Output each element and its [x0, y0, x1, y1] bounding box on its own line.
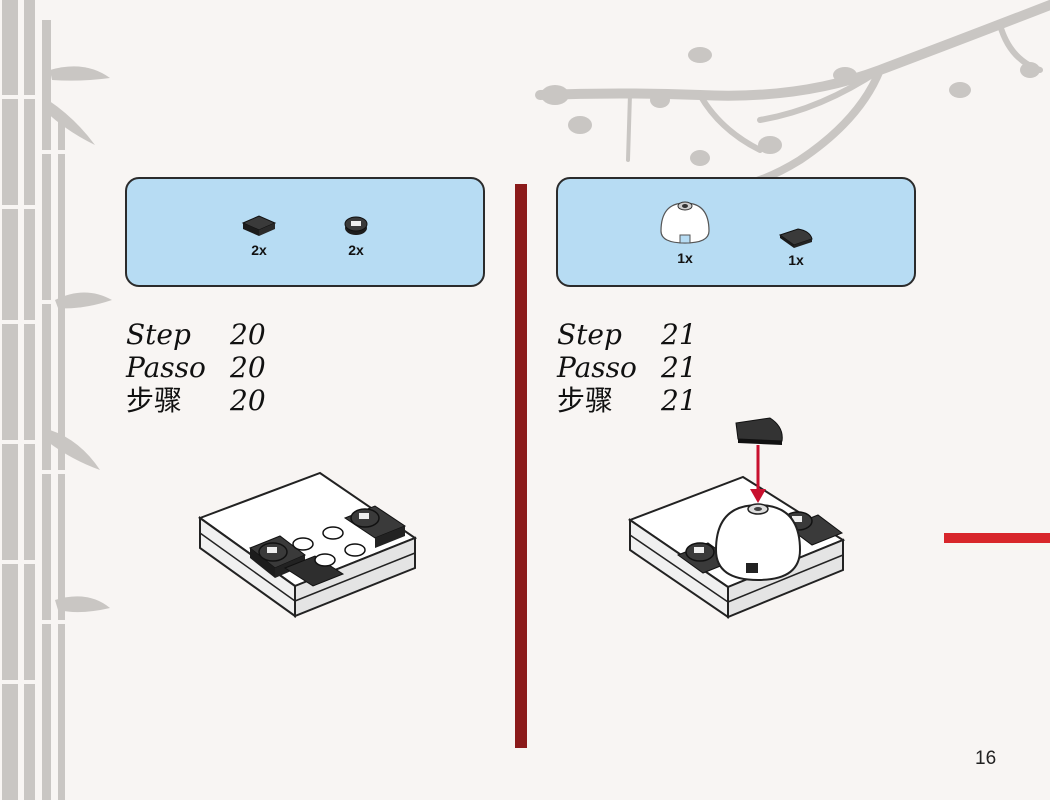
part-item: 2x [341, 213, 371, 258]
step-word-it: Passo [126, 351, 206, 384]
part-item: 1x [658, 199, 712, 266]
step-21-label: Step 21 Passo 21 步骤 21 [557, 318, 697, 417]
step-20-model-illustration [197, 471, 418, 618]
step-number: 21 [661, 318, 697, 351]
page-edge-tab [944, 533, 1050, 543]
bamboo-decoration [0, 0, 112, 800]
step-word-it: Passo [557, 351, 637, 384]
step-word-zh: 步骤 [126, 384, 183, 417]
part-quantity: 2x [251, 242, 267, 258]
tile-2x2-black-icon [241, 215, 277, 236]
step-word-zh: 步骤 [557, 384, 614, 417]
step-divider [515, 184, 527, 748]
branch-decoration [535, 0, 1050, 194]
step-word-en: Step [126, 318, 191, 351]
step-number: 21 [661, 384, 697, 417]
part-quantity: 1x [788, 252, 804, 268]
round-tile-1x1-black-icon [344, 216, 368, 235]
step-21-model-illustration [628, 417, 846, 619]
step-number: 20 [230, 384, 266, 417]
part-quantity: 2x [348, 242, 364, 258]
dome-2x2-white-icon [660, 201, 710, 244]
part-quantity: 1x [677, 250, 693, 266]
step-number: 21 [661, 351, 697, 384]
part-item: 2x [239, 213, 279, 258]
step-20-label: Step 20 Passo 20 步骤 20 [126, 318, 266, 417]
step-word-en: Step [557, 318, 622, 351]
step-number: 20 [230, 318, 266, 351]
quarter-round-tile-black-icon [778, 228, 813, 248]
parts-box-step-21: 1x 1x [556, 177, 916, 287]
part-item: 1x [776, 225, 816, 268]
page-number: 16 [975, 748, 997, 769]
step-number: 20 [230, 351, 266, 384]
parts-box-step-20: 2x 2x [125, 177, 485, 287]
